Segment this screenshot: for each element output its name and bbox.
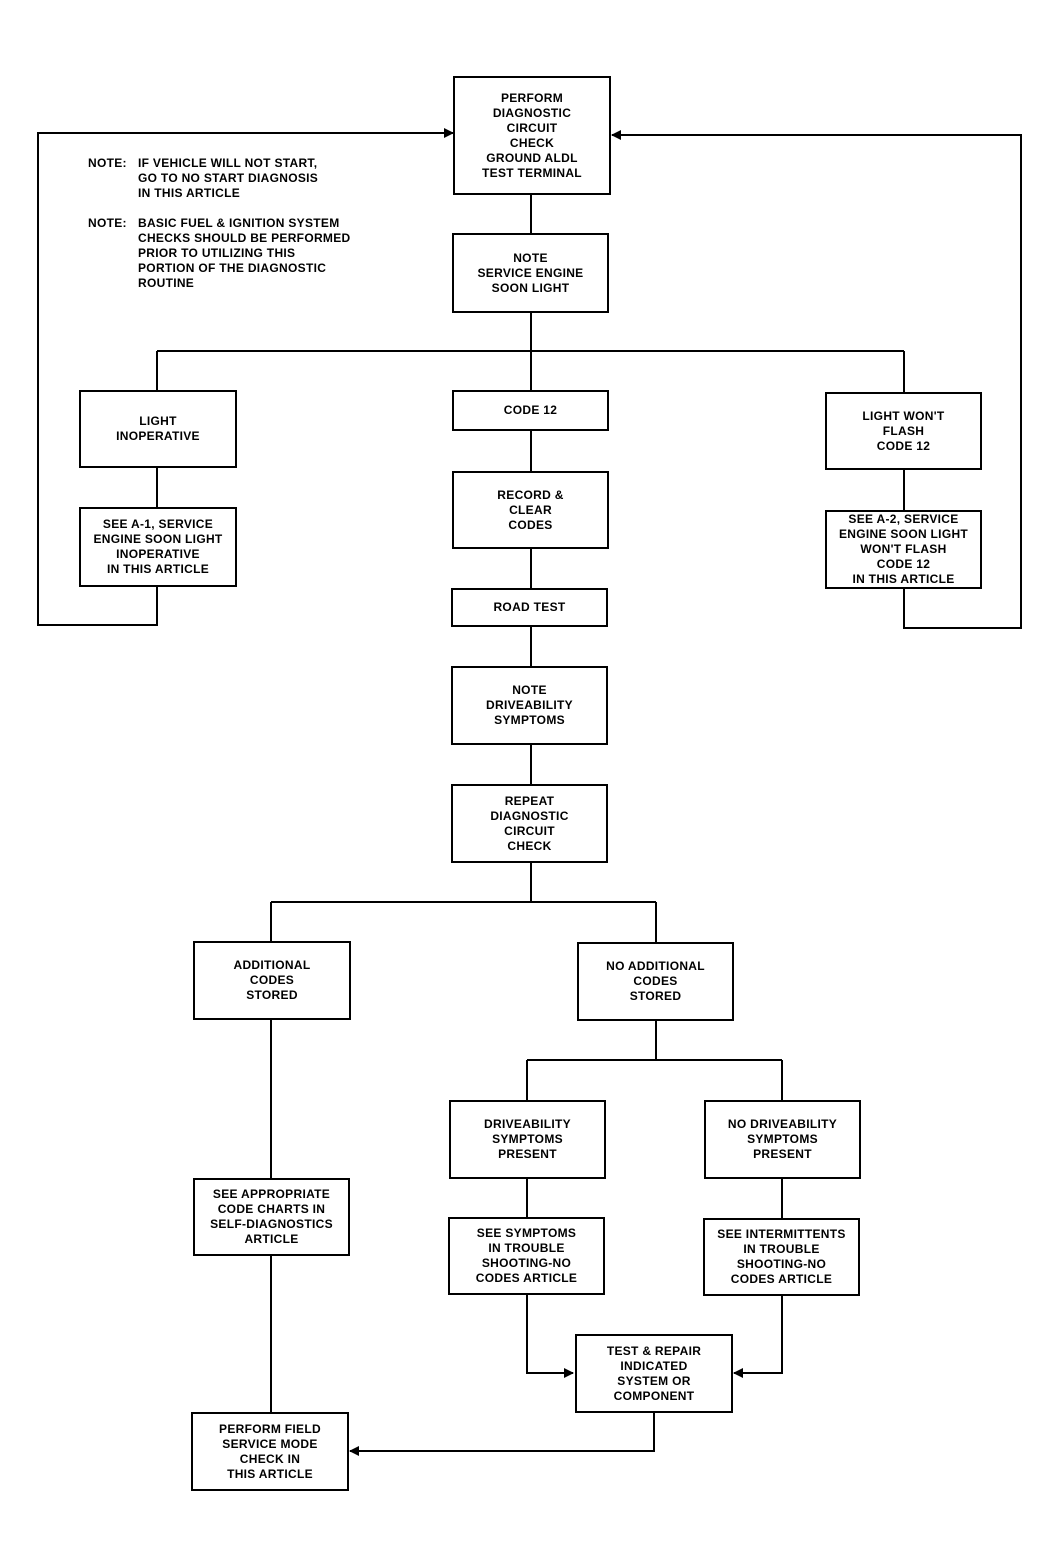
node-note-driveability: NOTE DRIVEABILITY SYMPTOMS — [451, 666, 608, 745]
line-repair-to-field — [349, 1413, 655, 1456]
node-light-inoperative: LIGHT INOPERATIVE — [79, 390, 237, 468]
node-label: REPEAT DIAGNOSTIC CIRCUIT CHECK — [490, 793, 569, 853]
node-see-intermittents: SEE INTERMITTENTS IN TROUBLE SHOOTING-NO… — [703, 1218, 860, 1296]
node-label: DRIVEABILITY SYMPTOMS PRESENT — [484, 1117, 571, 1161]
node-perform-field-service: PERFORM FIELD SERVICE MODE CHECK IN THIS… — [191, 1412, 349, 1491]
node-label: SEE APPROPRIATE CODE CHARTS IN SELF-DIAG… — [210, 1187, 333, 1246]
node-label: SEE A-2, SERVICE ENGINE SOON LIGHT WON'T… — [838, 512, 969, 586]
node-label: SEE A-1, SERVICE ENGINE SOON LIGHT INOPE… — [93, 517, 223, 576]
node-repeat-diagnostic-check: REPEAT DIAGNOSTIC CIRCUIT CHECK — [451, 784, 608, 863]
node-record-clear-codes: RECORD & CLEAR CODES — [452, 471, 609, 549]
node-label: LIGHT INOPERATIVE — [116, 414, 200, 443]
node-see-code-charts: SEE APPROPRIATE CODE CHARTS IN SELF-DIAG… — [193, 1178, 350, 1256]
node-road-test: ROAD TEST — [451, 588, 608, 627]
node-see-a1: SEE A-1, SERVICE ENGINE SOON LIGHT INOPE… — [79, 507, 237, 587]
node-no-additional-codes: NO ADDITIONAL CODES STORED — [577, 942, 734, 1021]
node-code-12: CODE 12 — [452, 390, 609, 431]
node-perform-diagnostic-check: PERFORM DIAGNOSTIC CIRCUIT CHECK GROUND … — [453, 76, 611, 195]
node-no-driveability: NO DRIVEABILITY SYMPTOMS PRESENT — [704, 1100, 861, 1179]
node-label: CODE 12 — [503, 403, 558, 417]
node-see-a2: SEE A-2, SERVICE ENGINE SOON LIGHT WON'T… — [825, 510, 982, 589]
note-label: NOTE: — [88, 156, 127, 170]
line-a2-loop-back — [611, 130, 1022, 629]
node-test-repair: TEST & REPAIR INDICATED SYSTEM OR COMPON… — [575, 1334, 733, 1413]
note-basic-checks: NOTE: BASIC FUEL & IGNITION SYSTEM CHECK… — [88, 216, 350, 291]
node-label: TEST & REPAIR INDICATED SYSTEM OR COMPON… — [606, 1343, 702, 1403]
line-symptoms-to-repair — [526, 1295, 574, 1378]
node-label: NOTE DRIVEABILITY SYMPTOMS — [486, 683, 573, 727]
node-label: ROAD TEST — [493, 600, 566, 614]
node-note-service-engine-light: NOTE SERVICE ENGINE SOON LIGHT — [452, 233, 609, 313]
node-label: RECORD & CLEAR CODES — [497, 487, 564, 532]
line-intermittents-to-repair — [733, 1296, 783, 1378]
node-label: SEE INTERMITTENTS IN TROUBLE SHOOTING-NO… — [717, 1227, 846, 1286]
node-additional-codes: ADDITIONAL CODES STORED — [193, 941, 351, 1020]
line-a1-loop-back — [37, 128, 454, 626]
node-label: NO DRIVEABILITY SYMPTOMS PRESENT — [727, 1117, 838, 1161]
note-no-start: NOTE: IF VEHICLE WILL NOT START, GO TO N… — [88, 156, 318, 201]
note-text: IF VEHICLE WILL NOT START, GO TO NO STAR… — [138, 156, 319, 200]
note-text: BASIC FUEL & IGNITION SYSTEM CHECKS SHOU… — [138, 216, 351, 290]
node-label: ADDITIONAL CODES STORED — [233, 958, 311, 1002]
node-driveability-present: DRIVEABILITY SYMPTOMS PRESENT — [449, 1100, 606, 1179]
node-label: NOTE SERVICE ENGINE SOON LIGHT — [477, 250, 584, 295]
node-label: PERFORM DIAGNOSTIC CIRCUIT CHECK GROUND … — [482, 90, 582, 180]
node-label: LIGHT WON'T FLASH CODE 12 — [862, 408, 945, 453]
node-label: NO ADDITIONAL CODES STORED — [606, 959, 705, 1003]
node-label: SEE SYMPTOMS IN TROUBLE SHOOTING-NO CODE… — [475, 1226, 578, 1285]
node-label: PERFORM FIELD SERVICE MODE CHECK IN THIS… — [219, 1421, 321, 1481]
note-label: NOTE: — [88, 216, 127, 230]
node-light-wont-flash: LIGHT WON'T FLASH CODE 12 — [825, 392, 982, 470]
node-see-symptoms: SEE SYMPTOMS IN TROUBLE SHOOTING-NO CODE… — [448, 1217, 605, 1295]
